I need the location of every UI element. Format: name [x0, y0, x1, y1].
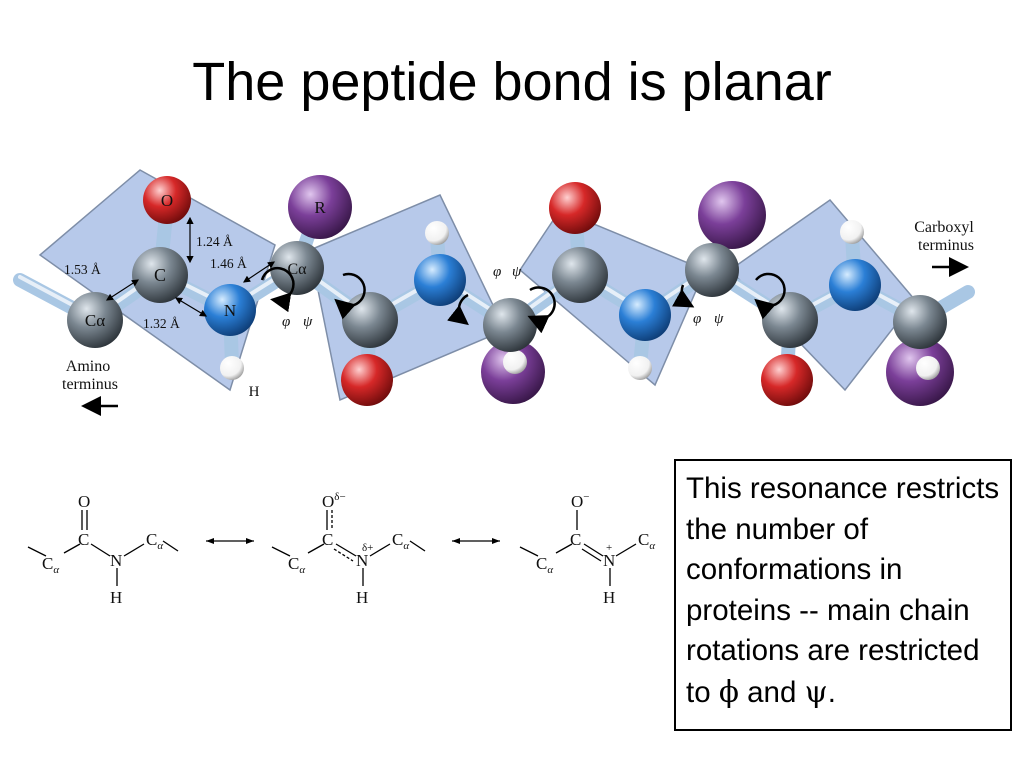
note-end: . — [827, 675, 836, 709]
res3-c-alpha-right: Cα — [638, 530, 655, 552]
bond-length-arrows — [105, 216, 275, 317]
nitrogen-atom-2 — [414, 254, 466, 306]
carbon-atom-3 — [552, 247, 608, 303]
amino-terminus-label: Amino terminus — [62, 358, 118, 393]
c-alpha-atom-1 — [67, 292, 123, 348]
res3-c-alpha-left: Cα — [536, 554, 553, 576]
nitrogen-atom-3 — [619, 289, 671, 341]
c-alpha-atom-2 — [270, 241, 324, 295]
peptide-chain-figure: O C Cα N H R Cα 1.53 Å 1.24 Å 1.32 Å 1.4… — [13, 169, 978, 416]
bond-length-c-o: 1.24 Å — [196, 234, 233, 249]
res2-nitrogen: N — [356, 551, 368, 570]
phi-label-2: φ — [493, 264, 501, 280]
res3-carbon: C — [570, 530, 581, 549]
c-alpha-label-1: Cα — [85, 311, 105, 330]
res2-c-alpha-right: Cα — [392, 530, 409, 552]
oxygen-label: O — [161, 191, 173, 210]
c-alpha-atom-5 — [893, 295, 947, 349]
res2-oxygen: Oδ− — [322, 491, 346, 511]
psi-label-3: ψ — [714, 311, 724, 327]
r-group-label: R — [314, 198, 326, 217]
phi-label-1: φ — [282, 314, 290, 330]
r-group-atom-1 — [288, 175, 352, 239]
note-box: This resonance restricts the number of c… — [674, 459, 1012, 731]
res3-plus: + — [606, 542, 612, 554]
bond-length-calpha-c: 1.53 Å — [64, 262, 101, 277]
res1-c-alpha-right: Cα — [146, 530, 163, 552]
oxygen-atom-4 — [761, 354, 813, 406]
c-alpha-atom-3 — [483, 298, 537, 352]
c-alpha-label-2: Cα — [287, 261, 307, 278]
atoms — [67, 175, 954, 406]
nitrogen-atom-4 — [829, 259, 881, 311]
rotation-arrows — [260, 267, 786, 334]
carbon-atom-2 — [342, 292, 398, 348]
carbon-label: C — [154, 265, 166, 285]
note-text: This resonance restricts the number of c… — [686, 469, 1000, 713]
note-body: This resonance restricts the number of c… — [686, 472, 1000, 709]
hydrogen-label: H — [249, 384, 260, 400]
carbon-atom-4 — [762, 292, 818, 348]
nitrogen-label: N — [224, 301, 236, 320]
hydrogen-atom-3 — [503, 350, 527, 374]
res1-oxygen: O — [78, 492, 90, 511]
res3-nitrogen: N — [603, 551, 615, 570]
psi-symbol: ψ — [804, 674, 828, 709]
nitrogen-atom-1 — [204, 284, 256, 336]
carbon-atom-1 — [132, 247, 188, 303]
phi-label-3: φ — [693, 311, 701, 327]
c-alpha-atom-4 — [685, 243, 739, 297]
bond-length-n-calpha: 1.46 Å — [210, 256, 247, 271]
hydrogen-atom-4 — [628, 356, 652, 380]
carboxyl-terminus-label: Carboxyl terminus — [914, 219, 978, 254]
hydrogen-atom-1 — [220, 356, 244, 380]
res2-delta-plus: δ+ — [362, 542, 373, 554]
hydrogen-atom-5 — [840, 220, 864, 244]
psi-label-2: ψ — [512, 264, 522, 280]
res1-carbon: C — [78, 530, 89, 549]
res1-hydrogen: H — [110, 588, 122, 607]
bond-length-c-n: 1.32 Å — [143, 316, 180, 331]
resonance-structures: O C Cα N H Cα Oδ− C Cα δ+ N H Cα O− C Cα… — [27, 491, 655, 607]
hydrogen-atom-6 — [916, 356, 940, 380]
res3-hydrogen: H — [603, 588, 615, 607]
oxygen-atom-1 — [143, 176, 191, 224]
oxygen-atom-3 — [549, 182, 601, 234]
psi-label-1: ψ — [303, 314, 313, 330]
res2-hydrogen: H — [356, 588, 368, 607]
res1-nitrogen: N — [110, 551, 122, 570]
slide-title: The peptide bond is planar — [192, 52, 832, 112]
phi-symbol: ϕ — [718, 674, 739, 709]
oxygen-atom-2 — [341, 354, 393, 406]
r-group-atom-3 — [698, 181, 766, 249]
note-and: and — [747, 675, 797, 709]
res2-c-alpha-left: Cα — [288, 554, 305, 576]
res3-oxygen: O− — [571, 491, 590, 511]
hydrogen-atom-2 — [425, 221, 449, 245]
res2-carbon: C — [322, 530, 333, 549]
res1-c-alpha-left: Cα — [42, 554, 59, 576]
